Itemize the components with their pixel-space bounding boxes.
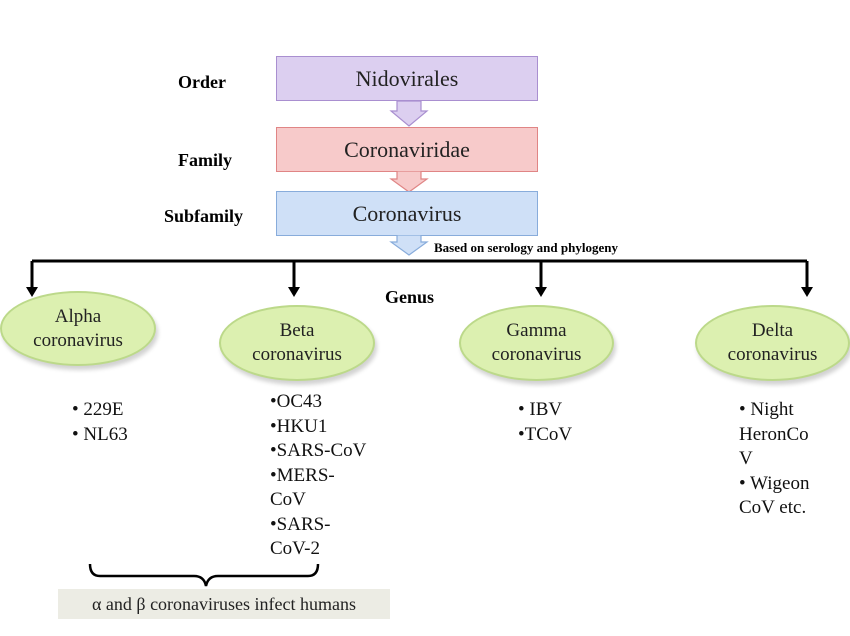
genus-beta-line1: Beta <box>279 320 315 341</box>
list-item: • IBV <box>518 399 563 420</box>
branch-arrow-gamma <box>535 261 547 297</box>
list-item: • NL63 <box>72 423 128 445</box>
order-box: Nidovirales <box>276 56 538 101</box>
delta-species-list: • Night HeronCo V • Wigeon CoV etc. <box>739 398 809 521</box>
branch-arrow-beta <box>288 261 300 297</box>
genus-gamma-ellipse: Gamma coronavirus <box>459 305 614 381</box>
list-item: CoV etc. <box>739 497 807 518</box>
genus-gamma-line1: Gamma <box>506 320 567 341</box>
level-label-order: Order <box>178 72 226 92</box>
genus-delta-line1: Delta <box>751 320 794 341</box>
level-label-subfamily: Subfamily <box>164 206 244 226</box>
genus-alpha-ellipse: Alpha coronavirus <box>0 291 156 366</box>
branch-arrow-alpha <box>26 261 38 297</box>
alpha-beta-curly-brace <box>88 563 320 587</box>
list-item: CoV <box>270 489 306 510</box>
list-item: •HKU1 <box>270 415 328 437</box>
human-infection-note: α and β coronaviruses infect humans <box>58 589 390 619</box>
list-item: • 229E <box>72 399 124 420</box>
subfamily-to-genus-arrow <box>389 235 429 256</box>
list-item: HeronCo <box>739 423 809 445</box>
family-to-subfamily-arrow <box>389 171 429 193</box>
genus-beta-line2: coronavirus <box>252 344 342 365</box>
genus-branch-connector <box>26 259 813 297</box>
genus-delta-line2: coronavirus <box>727 344 818 365</box>
genus-beta-ellipse: Beta coronavirus <box>219 305 375 381</box>
list-item: •TCoV <box>518 423 573 445</box>
family-box: Coronaviridae <box>276 127 538 172</box>
level-label-family: Family <box>178 150 232 170</box>
genus-gamma-line2: coronavirus <box>491 344 582 365</box>
classification-basis-note: Based on serology and phylogeny <box>434 240 618 255</box>
list-item: • Night <box>739 399 794 420</box>
list-item: •SARS- <box>270 513 331 535</box>
list-item: •MERS- <box>270 464 335 486</box>
list-item: •SARS-CoV <box>270 440 367 461</box>
gamma-species-list: • IBV •TCoV <box>518 398 572 447</box>
genus-alpha-line1: Alpha <box>54 305 102 327</box>
list-item: V <box>739 448 753 469</box>
genus-alpha-line2: coronavirus <box>33 329 123 351</box>
list-item: • Wigeon <box>739 472 810 494</box>
list-item: •OC43 <box>270 391 323 412</box>
beta-species-list: •OC43 •HKU1 •SARS-CoV •MERS- CoV •SARS- … <box>270 390 366 562</box>
genus-delta-ellipse: Delta coronavirus <box>695 305 850 381</box>
list-item: CoV-2 <box>270 538 320 559</box>
subfamily-box: Coronavirus <box>276 191 538 236</box>
branch-arrow-delta <box>801 261 813 297</box>
alpha-species-list: • 229E • NL63 <box>72 398 128 447</box>
order-to-family-arrow <box>389 101 429 127</box>
level-label-genus: Genus <box>385 287 435 307</box>
